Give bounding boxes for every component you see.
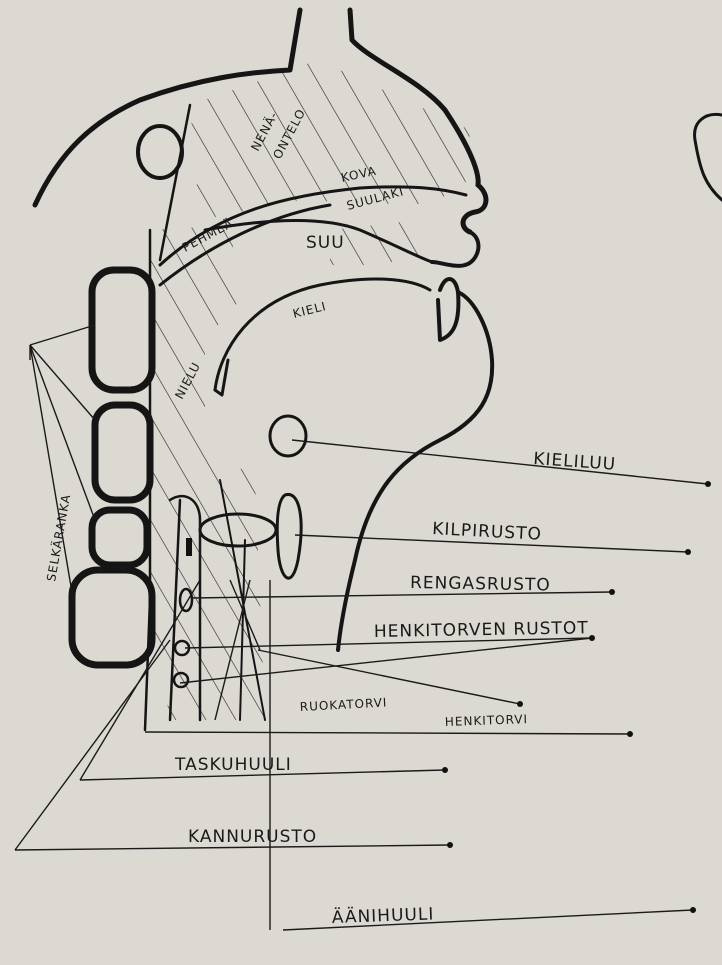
vertebrae xyxy=(72,270,152,665)
sinus xyxy=(138,126,182,178)
nose-tip xyxy=(463,185,486,232)
label-henkitorvi: HENKITORVI xyxy=(445,712,529,729)
pharynx-hatch xyxy=(150,225,265,720)
label-kieliluu: KIELILUU xyxy=(533,449,617,475)
label-kilpirusto: KILPIRUSTO xyxy=(432,519,543,545)
label-henkitorven-rustot: HENKITORVEN RUSTOT xyxy=(374,618,589,642)
label-kieli: KIELI xyxy=(291,299,328,321)
vocal-fold-mark xyxy=(186,538,192,556)
label-rengasrusto: RENGASRUSTO xyxy=(410,573,551,595)
label-taskuhuuli: TASKUHUULI xyxy=(174,755,292,775)
adjacent-figure-edge xyxy=(695,114,722,200)
tongue xyxy=(215,279,430,390)
label-kannurusto: KANNURUSTO xyxy=(188,827,317,847)
thyroid-cartilage xyxy=(277,494,301,578)
chin xyxy=(338,292,492,650)
leader-dots xyxy=(442,481,711,913)
spine-leaders xyxy=(30,325,95,610)
lower-lip xyxy=(438,279,458,340)
nasal-cavity-hatch xyxy=(190,60,470,220)
label-suu: SUU xyxy=(306,233,345,253)
label-ruokatorvi: RUOKATORVI xyxy=(299,695,387,714)
label-aanihuuli: ÄÄNIHUULI xyxy=(331,903,434,928)
label-selkaranka: SELKÄRANKA xyxy=(43,493,73,583)
hyoid xyxy=(270,416,306,456)
